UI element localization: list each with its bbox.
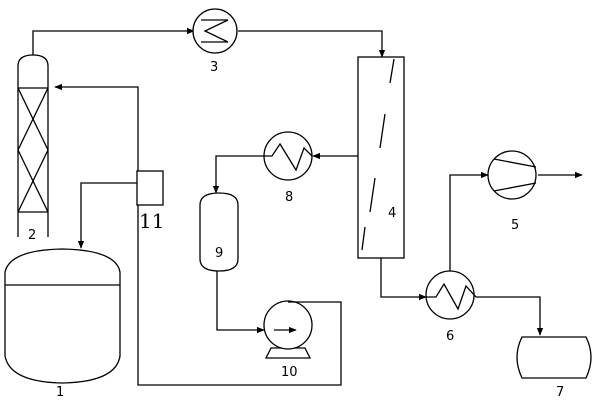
flow-3-to-4 xyxy=(238,30,386,58)
label-2: 2 xyxy=(28,228,36,243)
vertical-drum-9 xyxy=(199,192,239,272)
label-9: 9 xyxy=(215,246,223,261)
label-4: 4 xyxy=(388,206,396,221)
heat-exchanger-8 xyxy=(263,131,313,181)
label-5: 5 xyxy=(511,218,519,233)
flow-8-to-9 xyxy=(212,155,266,194)
flow-6-to-5 xyxy=(449,171,489,271)
label-1: 1 xyxy=(56,385,64,400)
label-11: 11 xyxy=(139,209,164,233)
flow-2-to-3 xyxy=(32,27,195,55)
heat-exchanger-6 xyxy=(425,270,477,320)
flow-6-to-7 xyxy=(476,296,544,336)
label-8: 8 xyxy=(285,190,293,205)
label-6: 6 xyxy=(446,329,454,344)
flow-9-to-10 xyxy=(216,267,265,334)
packed-column-2 xyxy=(17,54,49,237)
label-10: 10 xyxy=(281,365,298,380)
flow-10-to-2 xyxy=(54,83,342,386)
label-3: 3 xyxy=(210,60,218,75)
pump-10 xyxy=(263,300,313,359)
box-unit-11 xyxy=(136,170,164,206)
compressor-5 xyxy=(487,150,537,200)
flow-4-to-6 xyxy=(380,258,427,301)
heat-exchanger-3 xyxy=(192,8,238,54)
flow-lines xyxy=(32,27,583,386)
equipment-labels: 1 2 3 4 5 6 7 8 9 10 11 xyxy=(28,60,564,400)
flow-11-to-1 xyxy=(77,182,137,249)
label-7: 7 xyxy=(556,385,564,400)
tall-column-4 xyxy=(357,56,405,259)
storage-tank-7 xyxy=(516,336,592,379)
reactor-vessel-1 xyxy=(4,248,121,384)
